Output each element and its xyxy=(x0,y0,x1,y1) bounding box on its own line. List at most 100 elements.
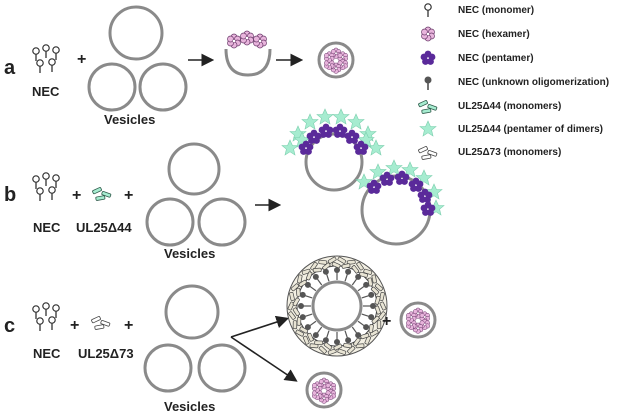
legend-label-1: NEC (monomer) xyxy=(458,5,534,16)
ul25d73-rod xyxy=(298,279,308,288)
ul25d73-rod xyxy=(369,329,379,337)
panel-a-product-vesicle xyxy=(319,43,353,77)
ul25d73-rod xyxy=(371,274,377,284)
panel-b-nec-monomers xyxy=(33,173,59,201)
ul25d73-rod xyxy=(299,326,309,334)
ul25d73-rod xyxy=(297,274,303,284)
ul25d73-rod xyxy=(292,297,300,307)
ul25d73-rod xyxy=(341,263,351,269)
ul25d73-rod xyxy=(378,311,386,320)
panel-b-coated-vesicle-1 xyxy=(281,108,385,192)
ul25d73-rod xyxy=(364,335,372,345)
nec-unknown-icon xyxy=(424,76,432,90)
panel-c-letter: c xyxy=(4,315,15,337)
panel-a-vesicles-label: Vesicles xyxy=(104,112,155,127)
panel-c-nec-label: NEC xyxy=(33,346,61,361)
ul25d73-rod xyxy=(368,324,374,334)
panel-c-arrow-down xyxy=(230,336,298,382)
ul25d73-rod xyxy=(301,268,311,275)
ul25d73-rod xyxy=(292,307,301,317)
ul25d73-rod xyxy=(322,262,331,271)
ul25d73-rod xyxy=(305,271,313,281)
ul25d44-monomer-icon xyxy=(417,99,438,115)
ul25d73-rod xyxy=(323,342,333,350)
nec-unknown-head xyxy=(299,291,306,298)
panel-c-vesicles-label: Vesicles xyxy=(164,399,215,414)
nec-unknown-head xyxy=(345,337,352,344)
ul25d73-rod xyxy=(295,329,305,337)
ul25d73-rod xyxy=(355,343,365,349)
ul25d73-rod xyxy=(367,277,373,287)
panel-c-arrow-up xyxy=(230,315,290,338)
panel-b-ul25-rods xyxy=(91,186,112,202)
ul25d73-rod xyxy=(337,348,347,355)
legend-label-6: UL25Δ44 (pentamer of dimers) xyxy=(458,124,603,135)
nec-unknown-head xyxy=(368,314,375,321)
legend-label-4: NEC (unknown oligomerization) xyxy=(458,77,609,88)
ul25d73-rod xyxy=(351,265,360,274)
panel-a-budding-vesicle xyxy=(224,30,272,77)
nec-unknown-head xyxy=(363,281,370,288)
ul25d73-rod xyxy=(333,343,343,351)
ul25d73-rod xyxy=(374,283,384,292)
panel-b-plus-2: + xyxy=(124,187,133,204)
nec-unknown-head xyxy=(363,324,370,331)
legend: NEC (monomer) NEC (hexamer) NEC (pentame… xyxy=(417,3,609,161)
legend-label-3: NEC (pentamer) xyxy=(458,53,534,64)
panel-a-letter: a xyxy=(4,57,16,79)
ul25d73-rod xyxy=(360,333,370,340)
nec-unknown-head xyxy=(355,332,362,339)
panel-b-vesicles-label: Vesicles xyxy=(164,246,215,261)
nec-unknown-head xyxy=(368,291,375,298)
ul25d73-rod xyxy=(309,343,319,349)
ul25d73-rod xyxy=(310,261,318,271)
panel-a-plus: + xyxy=(77,51,86,68)
panel-c-plus-2: + xyxy=(124,317,133,334)
ul25d73-rod xyxy=(327,348,337,355)
nec-unknown-head xyxy=(355,273,362,280)
panel-c-nec-monomers xyxy=(33,303,59,331)
legend-label-5: UL25Δ44 (monomers) xyxy=(458,101,561,112)
panel-b-ul25-label: UL25Δ44 xyxy=(76,220,132,235)
ul25d73-rod xyxy=(331,261,341,269)
nec-unknown-head xyxy=(312,332,319,339)
nec-unknown-head xyxy=(334,267,340,273)
panel-b-coated-vesicle-2 xyxy=(355,159,445,246)
nec-unknown-head xyxy=(304,281,311,288)
ul25d73-rod xyxy=(347,345,356,354)
nec-unknown-head xyxy=(298,303,304,309)
legend-label-7: UL25Δ73 (monomers) xyxy=(458,147,561,158)
panel-c-product-vesicle-2 xyxy=(307,373,341,407)
ul25d73-rod xyxy=(292,320,298,330)
nec-hexamer-icon xyxy=(421,26,435,42)
ul25d73-rod xyxy=(353,337,361,347)
panel-b-vesicles xyxy=(145,142,247,247)
ul25d73-rod xyxy=(370,286,380,295)
nec-unknown-head xyxy=(304,324,311,331)
panel-c-plus-1: + xyxy=(70,317,79,334)
ul25d73-rod xyxy=(314,340,324,345)
ul25d73-rod xyxy=(343,342,353,349)
panel-c-plus-3: + xyxy=(382,313,391,330)
panel-c-coated-vesicle xyxy=(286,255,388,357)
panel-c-ul25-label: UL25Δ73 xyxy=(78,346,134,361)
panel-c-vesicles xyxy=(143,284,247,393)
nec-unknown-head xyxy=(345,268,352,275)
panel-c-product-vesicle-1 xyxy=(401,303,435,337)
panel-a-vesicles xyxy=(87,5,188,112)
ul25d73-rod xyxy=(312,267,322,273)
nec-unknown-head xyxy=(299,314,306,321)
legend-label-2: NEC (hexamer) xyxy=(458,29,530,40)
ul25d73-rod xyxy=(287,301,295,311)
ul25d73-rod xyxy=(307,332,314,342)
ul25d73-rod xyxy=(379,301,387,311)
ul25d73-rod xyxy=(289,291,295,301)
nec-unknown-head xyxy=(322,337,329,344)
nec-monomer-icon xyxy=(424,3,432,18)
ul25d73-rod xyxy=(371,315,380,324)
ul25d73-rod xyxy=(359,271,368,278)
ul25d73-rod xyxy=(356,261,364,271)
panel-c-ul25-rods xyxy=(90,315,111,331)
ul25d73-rod xyxy=(376,320,382,330)
